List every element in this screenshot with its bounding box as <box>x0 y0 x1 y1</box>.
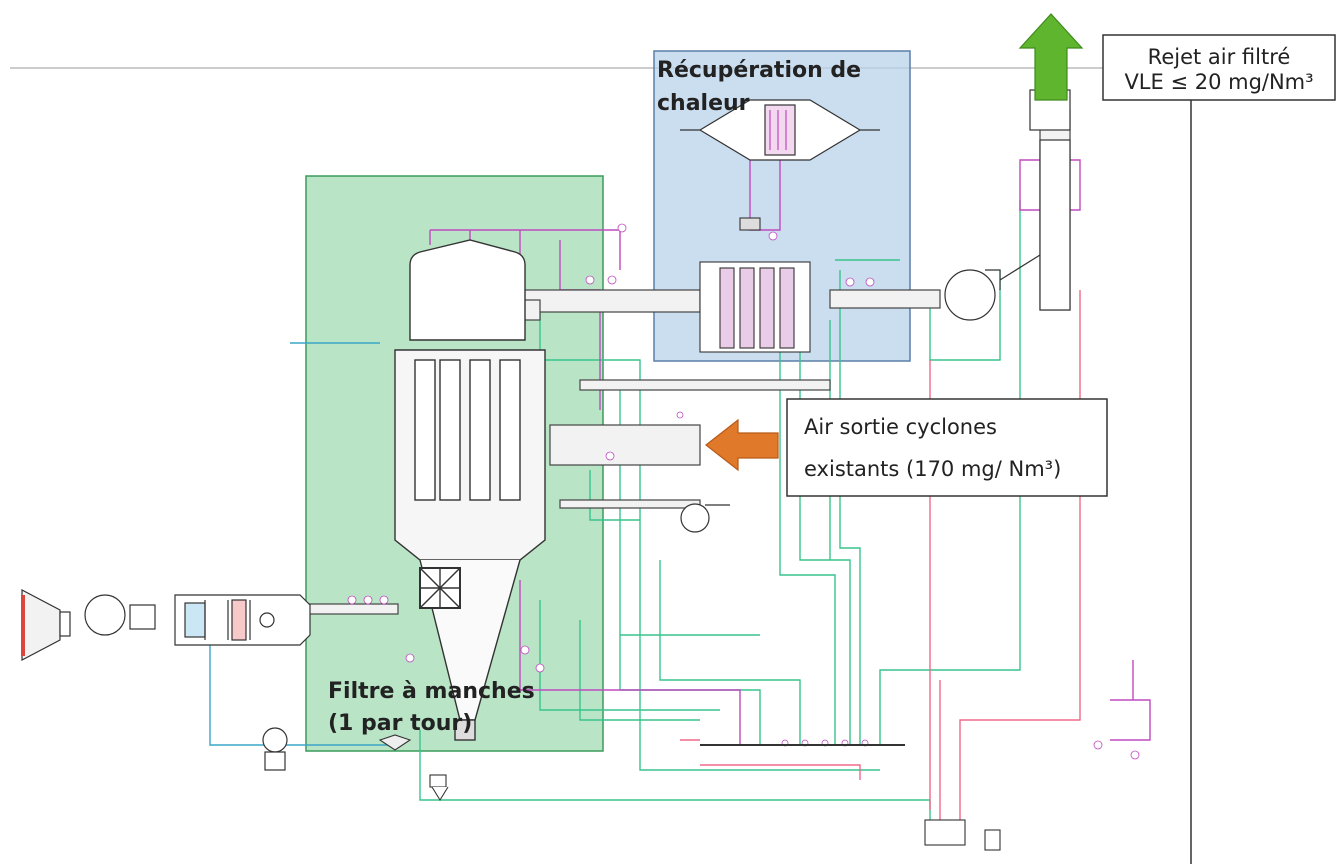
stack <box>999 89 1071 311</box>
process-pipes <box>209 110 1151 840</box>
fans <box>84 269 1001 771</box>
inlet-callout-box <box>786 398 1108 497</box>
release-callout-line2: VLE ≤ 20 mg/Nm³ <box>1124 70 1313 94</box>
heat-zone-label-line1: Récupération de <box>657 58 861 83</box>
release-callout-box <box>1102 34 1336 101</box>
release-callout-line1: Rejet air filtré <box>1148 45 1291 69</box>
pump-skid <box>378 734 1001 851</box>
air-handling-unit <box>21 589 311 661</box>
heat-exchanger <box>680 99 880 161</box>
inlet-callout-line2: existants (170 mg/ Nm³) <box>804 457 1061 481</box>
inlet-callout-line1: Air sortie cyclones <box>804 415 997 439</box>
filter-zone-label-line1: Filtre à manches <box>328 679 535 704</box>
heat-zone-label-line2: chaleur <box>657 91 750 116</box>
instrument-tags <box>347 223 1140 760</box>
inlet-arrow <box>705 418 779 472</box>
outlet-arrow <box>1018 13 1084 101</box>
filter-zone-label-line2: (1 par tour) <box>328 711 472 736</box>
recovery-coils <box>699 217 811 353</box>
bag-filter-tower <box>394 239 546 741</box>
